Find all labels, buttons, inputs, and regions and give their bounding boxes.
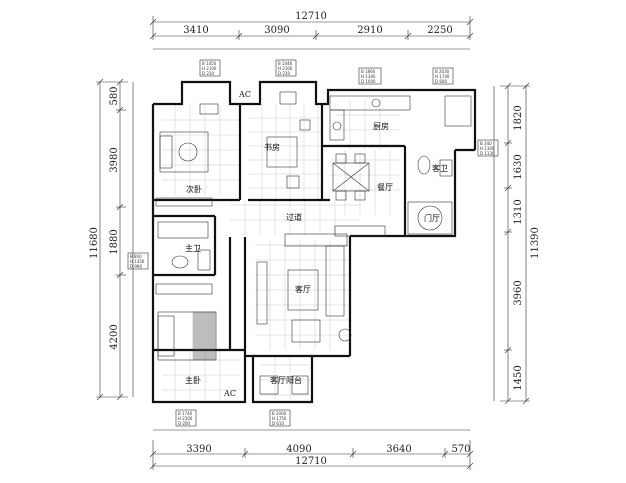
svg-text:D 230: D 230	[202, 71, 214, 76]
window-tag-1: B 1450 H 2100 D 230	[199, 59, 221, 77]
svg-text:H 1356: H 1356	[130, 259, 145, 264]
right-dimension-2: 1630	[513, 154, 524, 179]
window-tag-4: B 2030 H 1740 D 600	[432, 67, 454, 85]
right-dimensions: 1820 1630 1310 3960 1450 11390	[493, 82, 541, 405]
svg-text:H 2100: H 2100	[202, 66, 217, 71]
room-label-living-balcony: 客厅阳台	[270, 375, 302, 385]
top-dimensions: 12710 3410 3090 2910 2250	[149, 11, 474, 50]
svg-text:B 340: B 340	[480, 141, 492, 146]
svg-text:H 1340: H 1340	[480, 146, 495, 151]
top-dimension-1: 3410	[183, 25, 208, 36]
svg-text:D 1000: D 1000	[361, 79, 376, 84]
walls	[151, 80, 477, 404]
right-dimension-1: 1820	[513, 105, 524, 130]
left-total-dimension: 11680	[89, 227, 100, 259]
right-dimension-5: 1450	[513, 365, 524, 390]
svg-text:D 600: D 600	[435, 79, 447, 84]
bottom-dimension-1: 3390	[186, 444, 211, 455]
ac-label-bottom: AC	[223, 389, 236, 398]
svg-text:B 1446: B 1446	[278, 61, 293, 66]
top-dimension-2: 3090	[264, 25, 289, 36]
svg-text:H 2100: H 2100	[178, 416, 193, 421]
window-tag-3: B 1860 H 1340 D 1000	[358, 67, 382, 85]
svg-text:B 2000: B 2000	[272, 411, 287, 416]
left-dimension-2: 3980	[109, 147, 120, 172]
room-label-kitchen: 厨房	[373, 121, 389, 131]
room-label-living: 客厅	[295, 284, 311, 294]
svg-text:D 610: D 610	[272, 421, 284, 426]
bottom-dimension-3: 3640	[386, 444, 411, 455]
window-tag-7: B 1740 H 2100 D 200	[175, 409, 197, 427]
right-dimension-4: 3960	[513, 280, 524, 305]
floor-tiles	[162, 100, 400, 400]
armchair-icon	[279, 91, 297, 105]
bottom-dimension-2: 4090	[286, 444, 311, 455]
bottom-total-dimension: 12710	[295, 456, 327, 467]
ac-labels: AC AC	[223, 90, 251, 398]
svg-text:H 1340: H 1340	[361, 74, 376, 79]
svg-text:H 2100: H 2100	[278, 66, 293, 71]
furniture	[155, 91, 472, 395]
window-tag-8: B 2000 H 1750 D 610	[269, 409, 291, 427]
svg-text:D 1130: D 1130	[480, 151, 495, 156]
window-tag-5: B 340 H 1340 D 1130	[477, 139, 499, 157]
top-dimension-3: 2910	[357, 25, 382, 36]
svg-text:D 990: D 990	[130, 264, 142, 269]
left-dimension-3: 1880	[109, 229, 120, 254]
left-dimension-1: 580	[109, 86, 120, 105]
room-label-guest-bath: 客卫	[432, 163, 448, 173]
svg-text:B 2030: B 2030	[435, 69, 450, 74]
room-label-master-bath: 主卫	[185, 243, 201, 253]
window-spec-tags: B 1450 H 2100 D 230 B 1446 H 2100 D 230 …	[127, 59, 499, 427]
top-dimension-4: 2250	[427, 25, 452, 36]
top-total-dimension: 12710	[295, 11, 327, 22]
svg-text:B 1860: B 1860	[361, 69, 376, 74]
bottom-dimension-4: 570	[451, 444, 470, 455]
window-tag-6: B 800 H 1356 D 990	[127, 252, 149, 270]
room-label-dining: 餐厅	[377, 183, 393, 192]
left-dimensions: 11680 580 3980 1880 4200	[89, 78, 134, 401]
room-label-bedroom2: 次卧	[186, 184, 202, 194]
room-label-master-bed: 主卧	[185, 375, 201, 385]
right-total-dimension: 11390	[530, 227, 541, 259]
svg-text:D 200: D 200	[178, 421, 190, 426]
room-labels: 次卧 书房 厨房 餐厅 客卫 门厅 过道 主卫 客厅 主卧 客厅阳台	[185, 121, 448, 385]
window-tag-2: B 1446 H 2100 D 230	[275, 59, 297, 77]
room-label-foyer: 门厅	[424, 213, 440, 223]
svg-text:B 1740: B 1740	[178, 411, 193, 416]
bottom-dimensions: 3390 4090 3640 570 12710	[149, 429, 474, 470]
svg-text:H 1740: H 1740	[435, 74, 450, 79]
room-label-corridor: 过道	[286, 212, 302, 222]
svg-text:D 230: D 230	[278, 71, 290, 76]
ac-label-top: AC	[238, 90, 251, 99]
left-dimension-4: 4200	[109, 324, 120, 349]
svg-text:B 800: B 800	[130, 254, 142, 259]
svg-text:H 1750: H 1750	[272, 416, 287, 421]
right-dimension-3: 1310	[513, 199, 524, 224]
room-label-study: 书房	[264, 142, 280, 152]
svg-text:B 1450: B 1450	[202, 61, 217, 66]
